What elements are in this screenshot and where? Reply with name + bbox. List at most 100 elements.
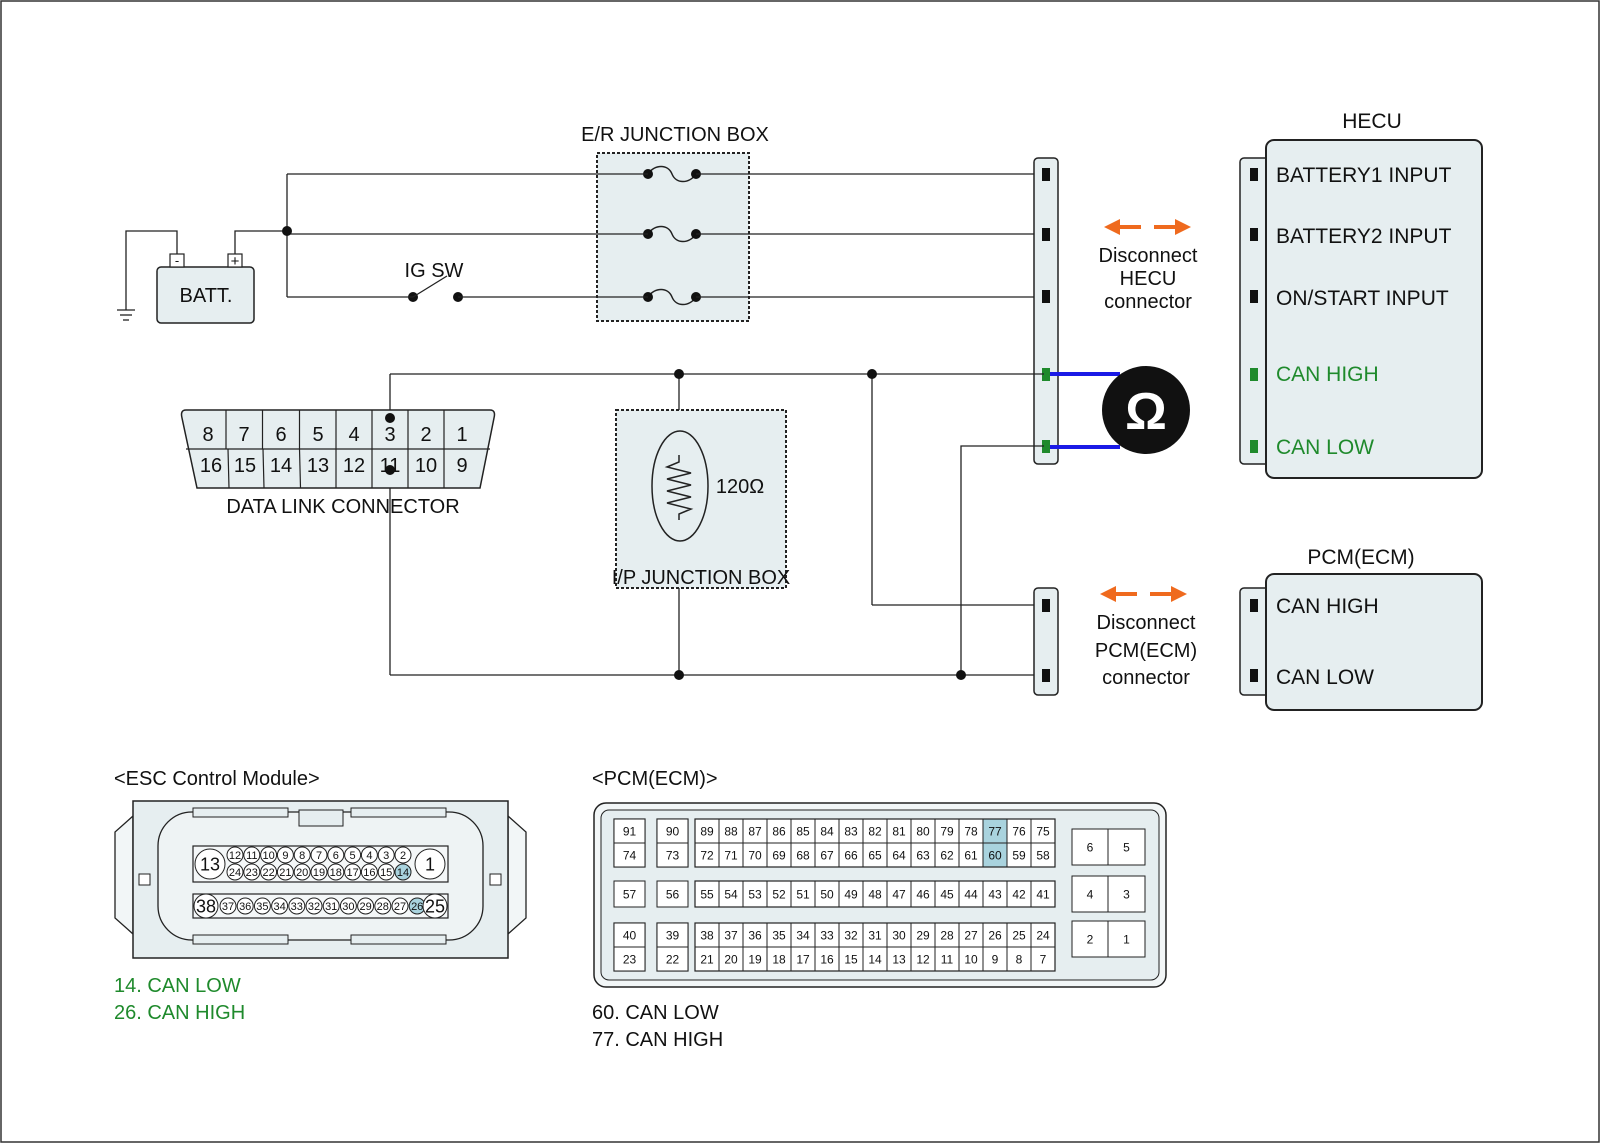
pcm-cell-label: 1 — [1123, 933, 1130, 947]
esc-pin-27 — [391, 897, 409, 915]
esc-pin-11 — [243, 846, 261, 864]
esc-pin-22 — [260, 863, 278, 881]
pcm-cell-43 — [982, 880, 1008, 908]
fuse-2 — [643, 225, 701, 243]
esc-pin-label: 27 — [394, 901, 406, 913]
pcm-cell-label: 38 — [700, 929, 714, 943]
esc-pin-label: 5 — [350, 850, 356, 862]
disconnect-pcm-note: Disconnect PCM(ECM) connector — [1095, 586, 1197, 689]
pcm-cell-label: 19 — [748, 953, 762, 967]
pcm-cell-label: 58 — [1036, 849, 1050, 863]
pcm-cell-label: 46 — [916, 888, 930, 902]
dlc-pin-9: 9 — [456, 455, 467, 477]
pcm-cell-67 — [814, 842, 840, 868]
pcm-cell-label: 81 — [892, 825, 906, 839]
pcm-cell-label: 76 — [1012, 825, 1026, 839]
pcm-cell-label: 52 — [772, 888, 786, 902]
svg-text:HECU: HECU — [1120, 268, 1177, 290]
pcm-cell-40 — [613, 922, 646, 948]
dlc-pin-7: 7 — [238, 424, 249, 446]
esc-pin-label: 24 — [229, 867, 241, 879]
pcm-cell-label: 53 — [748, 888, 762, 902]
esc-pin-4 — [360, 846, 378, 864]
esc-pin-16 — [360, 863, 378, 881]
pcm-cell-label: 70 — [748, 849, 762, 863]
dlc-pin-2: 2 — [420, 424, 431, 446]
esc-pin-10 — [260, 846, 278, 864]
pcm-cell-label: 85 — [796, 825, 810, 839]
esc-pin-5 — [344, 846, 362, 864]
pcm-cell-22 — [656, 946, 689, 972]
pcm-cell-label: 26 — [988, 929, 1002, 943]
dlc-pin-16: 16 — [200, 455, 222, 477]
esc-pin-label: 32 — [308, 901, 320, 913]
pcm-cell-23 — [613, 946, 646, 972]
esc-pin-23 — [243, 863, 261, 881]
pcm-cell-91 — [613, 818, 646, 844]
ip-junction-box-label: I/P JUNCTION BOX — [612, 567, 791, 589]
esc-pin-18 — [327, 863, 345, 881]
pcm-cell-label: 84 — [820, 825, 834, 839]
pcm-cell-18 — [766, 946, 792, 972]
pcm-cell-label: 17 — [796, 953, 810, 967]
pcm-cell-label: 20 — [724, 953, 738, 967]
dlc-pin-1: 1 — [456, 424, 467, 446]
esc-pin-3 — [377, 846, 395, 864]
can-wiring — [389, 373, 1044, 676]
pcm-cell-label: 87 — [748, 825, 762, 839]
dlc-pin-15: 15 — [234, 455, 256, 477]
esc-pin-36 — [236, 897, 254, 915]
esc-pin-label: 23 — [246, 867, 258, 879]
esc-pin-33 — [288, 897, 306, 915]
pcm-cell-label: 49 — [844, 888, 858, 902]
pcm-cell-label: 62 — [940, 849, 954, 863]
svg-text:Disconnect: Disconnect — [1099, 245, 1198, 267]
esc-pin-label: 33 — [291, 901, 303, 913]
pcm-cell-9 — [982, 946, 1008, 972]
pcm-cell-label: 56 — [666, 888, 680, 902]
pcm-cell-label: 86 — [772, 825, 786, 839]
esc-pin-9 — [276, 846, 294, 864]
battery-wiring — [125, 173, 1044, 303]
pcm-cell-74 — [613, 842, 646, 868]
dlc-pin-4: 4 — [348, 424, 359, 446]
esc-pin-1 — [414, 848, 446, 880]
pcm-cell-label: 27 — [964, 929, 978, 943]
pcm-cell-label: 6 — [1087, 841, 1094, 855]
double-arrow-icon — [1100, 586, 1187, 602]
esc-pin-label: 28 — [377, 901, 389, 913]
pcm-cell-65 — [862, 842, 888, 868]
esc-pin-label: 38 — [196, 896, 216, 916]
pcm-cell-label: 5 — [1123, 841, 1130, 855]
pcm-cell-31 — [862, 922, 888, 948]
pcm-cell-label: 25 — [1012, 929, 1026, 943]
svg-text:Disconnect: Disconnect — [1097, 612, 1196, 634]
pcm-cell-56 — [656, 880, 689, 908]
esc-pin-6 — [327, 846, 345, 864]
er-junction-box: E/R JUNCTION BOX — [581, 124, 769, 322]
esc-pin-label: 29 — [359, 901, 371, 913]
pcm-cell-label: 91 — [623, 825, 637, 839]
esc-pin-label: 37 — [222, 901, 234, 913]
esc-pin-label: 11 — [246, 850, 257, 862]
pcm-cell-label: 88 — [724, 825, 738, 839]
pcm-cell-label: 80 — [916, 825, 930, 839]
pcm-cell-label: 45 — [940, 888, 954, 902]
pcm-cell-5 — [1107, 828, 1146, 866]
pcm-cell-57 — [613, 880, 646, 908]
dlc-pin-12: 12 — [343, 455, 365, 477]
esc-pin-label: 10 — [262, 850, 274, 862]
pcm-cell-54 — [718, 880, 744, 908]
pcm-cell-label: 48 — [868, 888, 882, 902]
pcm-cell-label: 64 — [892, 849, 906, 863]
pcm-cell-3 — [1107, 875, 1146, 913]
pcm-cell-label: 69 — [772, 849, 786, 863]
pcm-cell-label: 63 — [916, 849, 930, 863]
pcm-cell-78 — [958, 818, 984, 844]
pcm-cell-label: 65 — [868, 849, 882, 863]
battery: BATT. - + — [156, 253, 255, 324]
pcm-cell-label: 9 — [992, 953, 999, 967]
pcm-cell-label: 39 — [666, 929, 680, 943]
esc-pin-label: 6 — [333, 850, 339, 862]
